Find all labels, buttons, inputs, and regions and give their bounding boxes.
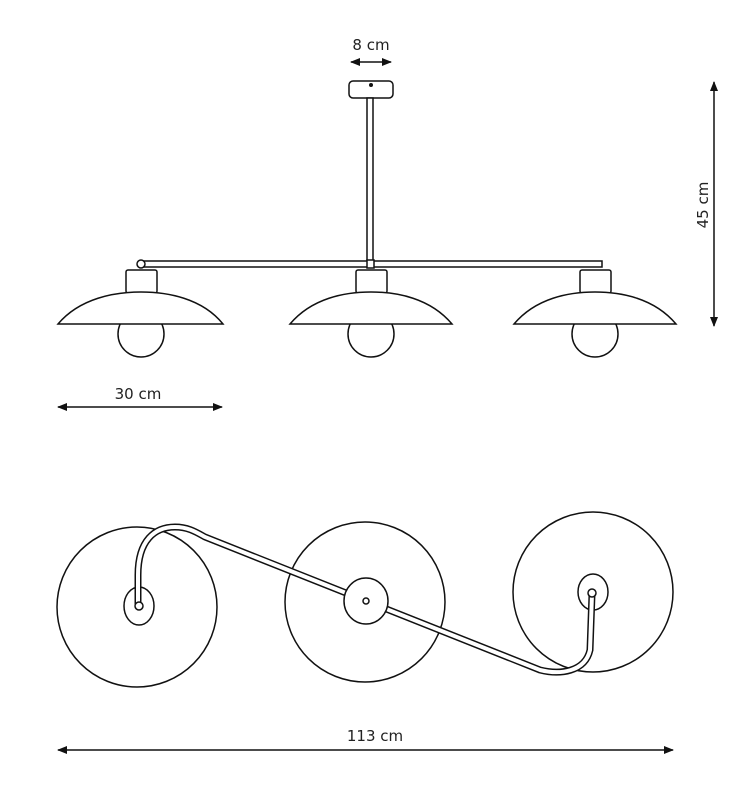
top-view: [56, 511, 674, 688]
canopy-width-label: 8 cm: [352, 36, 389, 54]
shade-diameter-label: 30 cm: [115, 385, 162, 403]
suspension-rod: [366, 97, 374, 265]
total-width-label: 113 cm: [347, 727, 403, 745]
shade-middle: [288, 269, 454, 358]
shade-left: [56, 269, 225, 358]
shade-right: [512, 269, 678, 358]
side-view: [56, 80, 678, 358]
arm-end-knob: [136, 259, 146, 269]
height-label: 45 cm: [694, 182, 712, 229]
